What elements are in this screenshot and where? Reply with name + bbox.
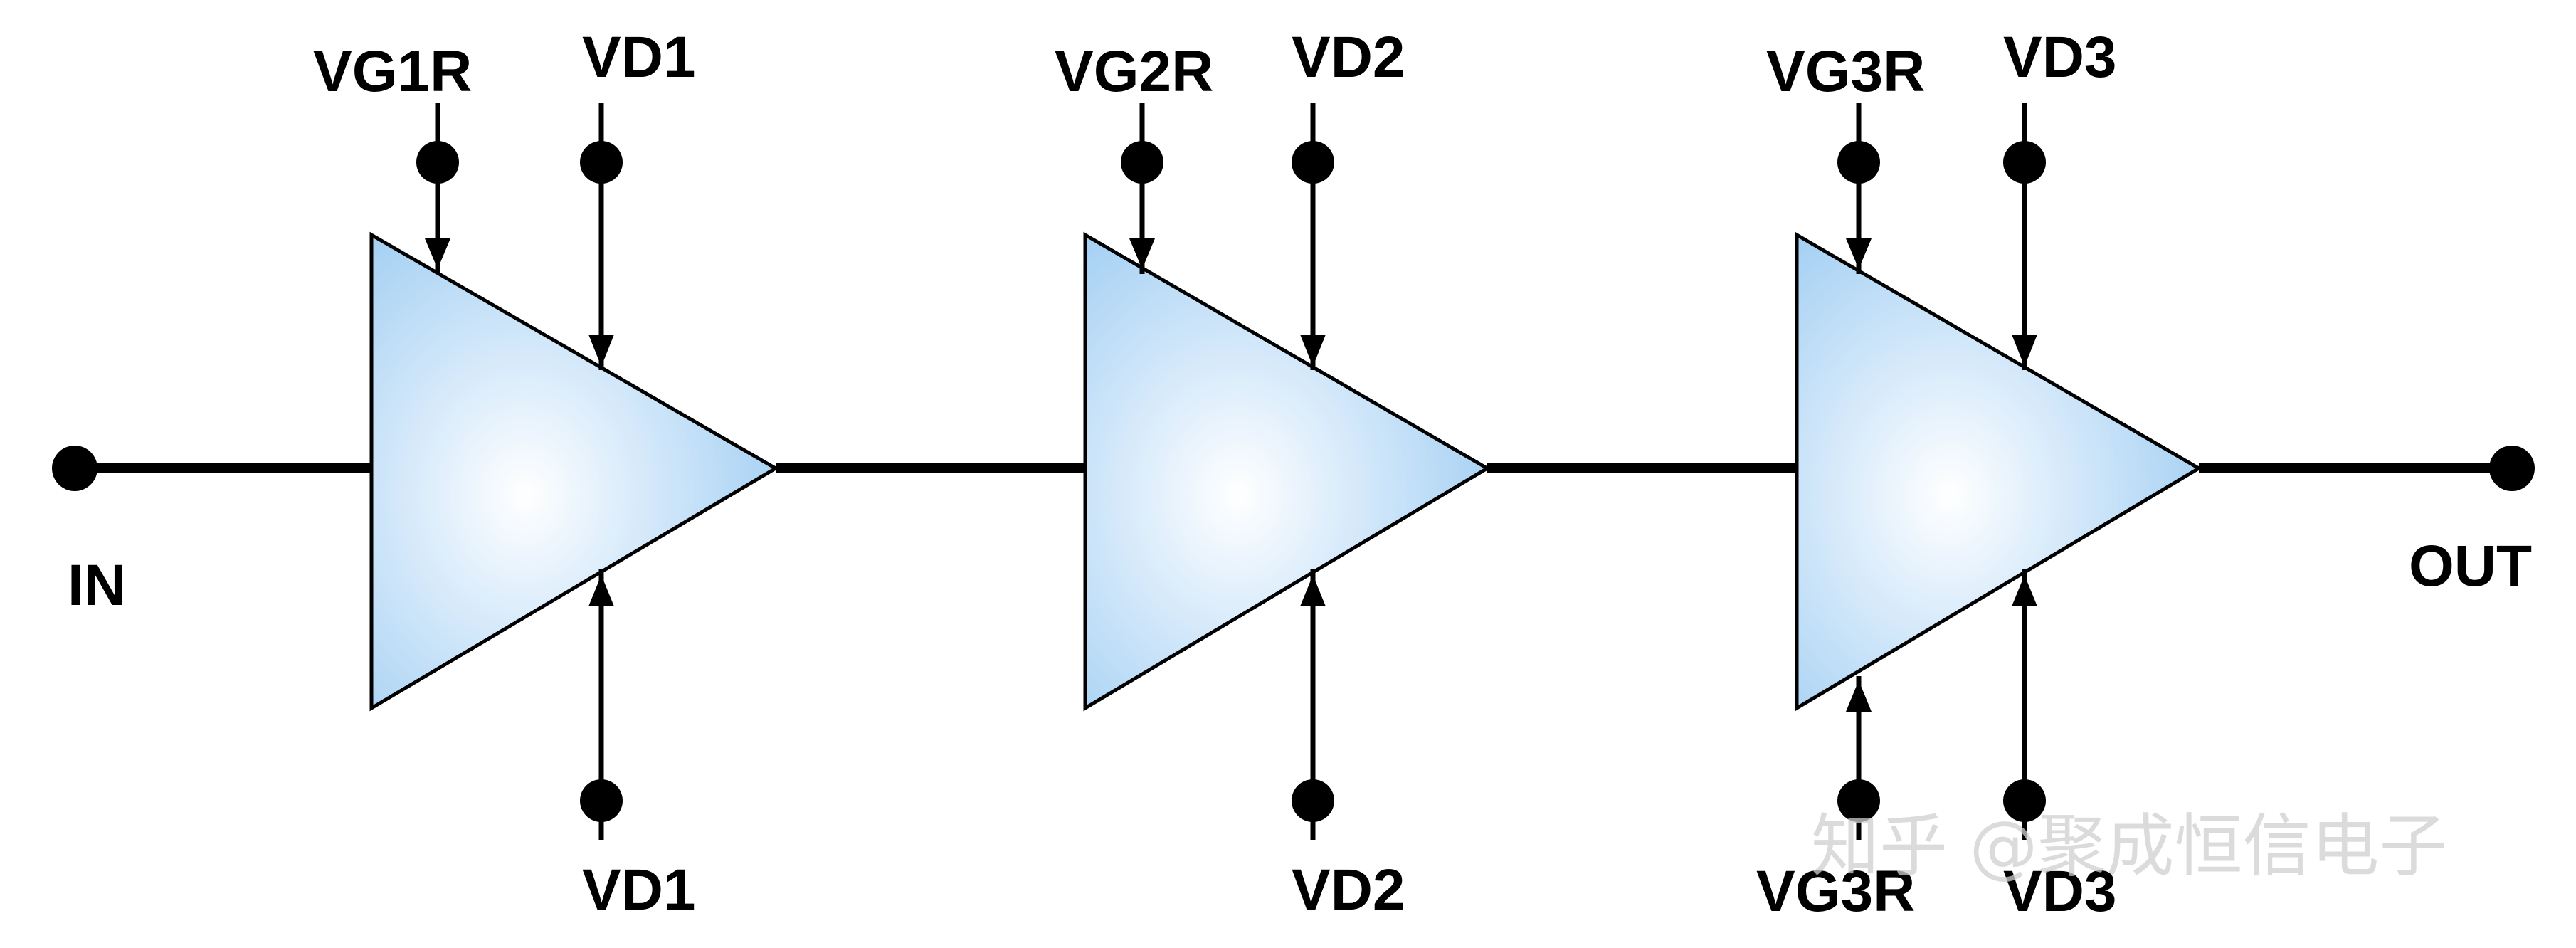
input-terminal xyxy=(52,446,97,491)
stage2-drain-bottom-label: VD2 xyxy=(1292,858,1405,922)
stage2-drain-top-bias xyxy=(1292,103,1334,370)
stage3-gate-bottom-label: VG3R xyxy=(1756,859,1915,924)
amplifier-stage-3 xyxy=(1795,231,2202,712)
stage1-drain-top-label: VD1 xyxy=(582,25,696,90)
stage3-drain-bottom-bias xyxy=(2003,569,2046,840)
watermark: 知乎 @聚成恒信电子 xyxy=(1811,806,2448,886)
stage3-drain-bottom-label: VD3 xyxy=(2003,859,2117,924)
stage1-gate-top-label: VG1R xyxy=(313,39,472,104)
stage1-drain-bottom-bias xyxy=(580,569,623,840)
stage3-gate-bottom-bias xyxy=(1837,676,1880,840)
stage3-gate-top-label: VG3R xyxy=(1766,39,1925,104)
stage3-gate-top-bias xyxy=(1837,103,1880,274)
amplifier-stage-1 xyxy=(369,231,779,712)
stage2-drain-top-label: VD2 xyxy=(1292,25,1405,90)
stage2-drain-bottom-bias xyxy=(1292,569,1334,840)
input-label: IN xyxy=(68,553,126,618)
stage1-drain-bottom-label: VD1 xyxy=(582,858,696,922)
stage3-drain-top-label: VD3 xyxy=(2003,25,2117,90)
amplifier-stage-2 xyxy=(1083,231,1491,712)
stage3-drain-top-bias xyxy=(2003,103,2046,370)
stage2-gate-top-label: VG2R xyxy=(1055,39,1213,104)
stage1-gate-top-bias xyxy=(416,103,459,274)
output-label: OUT xyxy=(2409,534,2532,599)
output-terminal xyxy=(2489,446,2535,491)
stage2-gate-top-bias xyxy=(1121,103,1163,274)
stage1-drain-top-bias xyxy=(580,103,623,370)
